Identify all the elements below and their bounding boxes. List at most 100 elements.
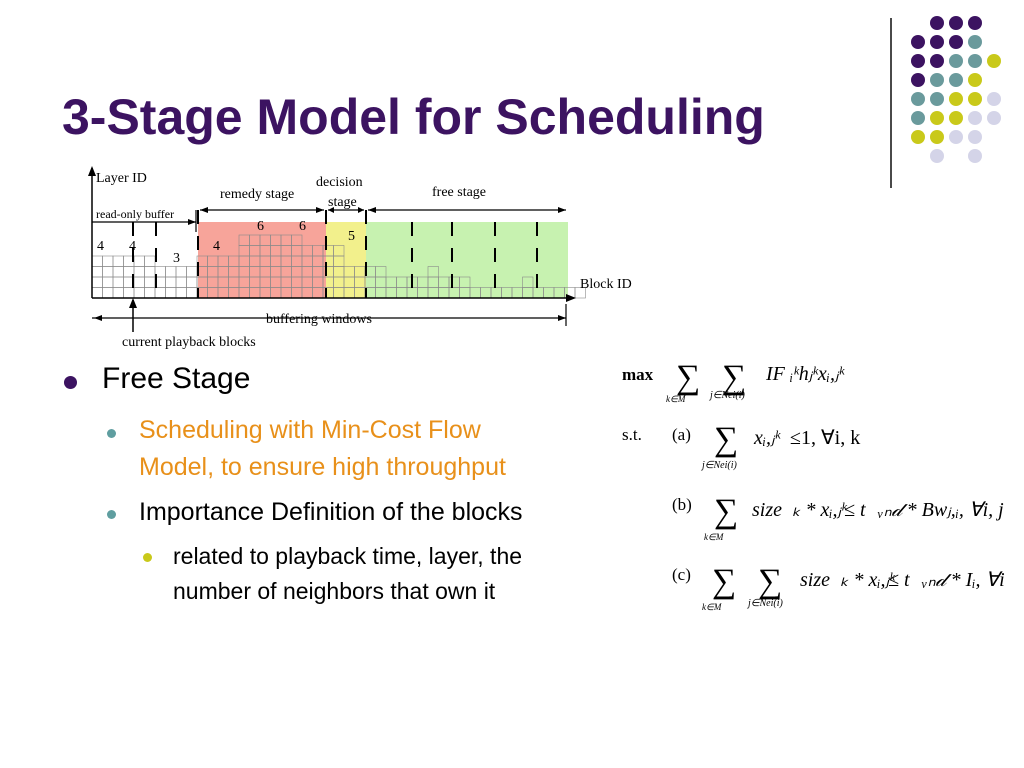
decorative-dot <box>968 111 982 125</box>
formula-max: max <box>622 365 654 384</box>
block-cell <box>102 287 114 299</box>
bullet-dot <box>143 553 152 562</box>
decorative-dot <box>968 16 982 30</box>
decision-stage-region <box>326 222 366 298</box>
block-cell <box>133 276 145 288</box>
formula-a-body: xᵢ,ⱼᵏ <box>753 427 782 449</box>
sum-index-j: j∈Nei(i) <box>708 390 745 401</box>
bullet-min-cost-flow-line2: Model, to ensure high throughput <box>139 453 506 481</box>
block-cell <box>574 287 586 299</box>
buffering-windows-label: buffering windows <box>266 312 372 327</box>
sigma-icon: ∑ <box>714 421 738 458</box>
decision-stage-label-2: stage <box>328 195 357 210</box>
block-id-label: Block ID <box>580 277 632 292</box>
decorative-dot <box>987 92 1001 106</box>
block-cell <box>91 266 103 278</box>
block-cell <box>165 287 177 299</box>
formula-a-label: (a) <box>672 425 691 444</box>
decorative-dot <box>949 111 963 125</box>
bullet-free-stage: Free Stage <box>102 362 251 395</box>
sum-index-j: j∈Nei(i) <box>700 460 737 471</box>
decorative-dot <box>949 73 963 87</box>
block-cell <box>102 266 114 278</box>
decorative-dot <box>968 130 982 144</box>
layer-number: 4 <box>213 239 220 254</box>
decorative-dot <box>930 54 944 68</box>
current-playback-blocks-label: current playback blocks <box>122 335 256 350</box>
layer-number: 4 <box>97 239 104 254</box>
sum-index-j: j∈Nei(i) <box>746 598 783 609</box>
layer-number: 3 <box>173 251 180 266</box>
layer-number: 6 <box>299 219 306 234</box>
block-cell <box>133 266 145 278</box>
sum-index-k: k∈M <box>702 602 722 612</box>
block-cell <box>102 276 114 288</box>
decorative-dot <box>987 54 1001 68</box>
block-cell <box>165 276 177 288</box>
decorative-dot <box>930 111 944 125</box>
formula-b-label: (b) <box>672 495 692 514</box>
block-cell <box>427 266 439 278</box>
decorative-dot <box>911 111 925 125</box>
sum-index-k: k∈M <box>666 394 686 404</box>
decorative-dot <box>968 149 982 163</box>
decorative-dot <box>930 16 944 30</box>
block-cell <box>91 255 103 267</box>
formula-b-rhs: ≤ t <box>844 499 866 521</box>
decorative-dot <box>968 54 982 68</box>
layer-number: 5 <box>348 229 355 244</box>
read-only-buffer-label: read-only buffer <box>96 207 174 221</box>
decorative-dot <box>930 35 944 49</box>
bullet-related-line1: related to playback time, layer, the <box>173 543 523 569</box>
block-cell <box>165 266 177 278</box>
block-cell <box>112 287 124 299</box>
sigma-icon: ∑ <box>758 563 782 600</box>
block-cell <box>112 276 124 288</box>
decorative-dot <box>968 35 982 49</box>
decorative-dot <box>949 130 963 144</box>
formula-b-size: size <box>752 499 782 521</box>
formula-objective-rest: ᵢᵏhⱼᵏxᵢ,ⱼᵏ <box>790 363 845 385</box>
formula-objective: IF <box>765 363 786 385</box>
free-stage-label: free stage <box>432 185 486 200</box>
block-cell <box>333 245 345 257</box>
decorative-dot <box>949 35 963 49</box>
decorative-dot <box>930 92 944 106</box>
decorative-dot <box>911 92 925 106</box>
block-cell <box>144 255 156 267</box>
formula-b-rest: ᵥₙ𝒹 * Bwⱼ,ᵢ, ∀i, j <box>877 499 1004 521</box>
decorative-dot <box>949 54 963 68</box>
block-cell <box>91 287 103 299</box>
block-cell <box>522 276 534 288</box>
layer-number: 4 <box>129 239 136 254</box>
formula-c-rhs: ≤ t <box>888 569 910 591</box>
block-cell <box>112 266 124 278</box>
block-cell <box>102 255 114 267</box>
decorative-dot <box>968 92 982 106</box>
decorative-dot <box>911 54 925 68</box>
block-cell <box>91 276 103 288</box>
sigma-icon: ∑ <box>676 359 700 396</box>
decorative-dot <box>930 149 944 163</box>
free-stage-region <box>366 222 568 298</box>
decorative-dot <box>911 73 925 87</box>
decorative-dot <box>911 35 925 49</box>
decorative-dot <box>949 92 963 106</box>
bullet-importance-definition: Importance Definition of the blocks <box>139 498 523 526</box>
sum-index-k: k∈M <box>704 532 724 542</box>
formula-c-rest: ᵥₙ𝒹 * Iᵢ, ∀i <box>921 569 1005 591</box>
block-cell <box>144 266 156 278</box>
formula-c-label: (c) <box>672 565 691 584</box>
remedy-stage-region <box>198 222 326 298</box>
layer-number: 6 <box>257 219 264 234</box>
block-cell <box>291 234 303 246</box>
page-title: 3-Stage Model for Scheduling <box>62 89 765 145</box>
block-cell <box>144 276 156 288</box>
block-cell <box>175 266 187 278</box>
block-cell <box>375 266 387 278</box>
divider-line <box>890 18 892 188</box>
block-cell <box>144 287 156 299</box>
block-cell <box>186 276 198 288</box>
bullet-related-line2: number of neighbors that own it <box>173 578 496 604</box>
sigma-icon: ∑ <box>712 563 736 600</box>
